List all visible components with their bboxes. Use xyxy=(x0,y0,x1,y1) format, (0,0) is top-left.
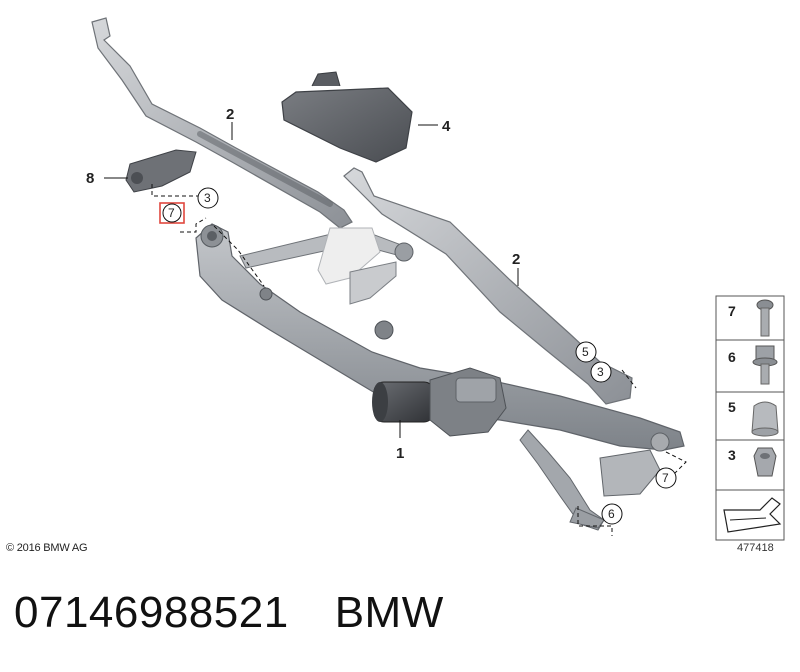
wiper-motor xyxy=(372,367,507,437)
hex-nut-icon xyxy=(753,447,777,477)
brand-name: BMW xyxy=(334,588,444,637)
leader-lines xyxy=(151,184,687,536)
fastener-legend: 7 6 5 3 xyxy=(715,295,785,541)
circled-callout-7-highlighted: 7 xyxy=(159,202,185,224)
callout-3-upper: 3 xyxy=(204,191,211,205)
callout-4: 4 xyxy=(442,118,451,135)
callout-8: 8 xyxy=(86,170,94,187)
copyright-text: © 2016 BMW AG xyxy=(6,542,88,554)
legend-number-7: 7 xyxy=(728,303,736,319)
callout-6: 6 xyxy=(608,507,615,521)
linkage-bracket xyxy=(239,227,414,305)
circled-callout-3-lower: 3 xyxy=(590,361,612,383)
legend-number-6: 6 xyxy=(728,349,736,365)
bolt-icon xyxy=(756,299,774,337)
callout-7-highlighted: 7 xyxy=(168,206,175,220)
circled-callout-5: 5 xyxy=(575,341,597,363)
legend-number-3: 3 xyxy=(728,447,736,463)
callout-1: 1 xyxy=(396,445,404,462)
hex-flange-bolt-icon xyxy=(752,345,778,385)
callout-leaders xyxy=(104,122,519,438)
wiper-arm-upper xyxy=(91,17,353,229)
view-direction-icon xyxy=(723,497,782,533)
legend-number-5: 5 xyxy=(728,399,736,415)
part-caption: 07146988521 BMW xyxy=(14,588,444,638)
callout-3-lower: 3 xyxy=(597,365,604,379)
trim-piece xyxy=(125,149,197,193)
callout-7-right: 7 xyxy=(662,471,669,485)
cap-icon xyxy=(751,401,779,437)
callout-5: 5 xyxy=(582,345,589,359)
wiper-arm-lower xyxy=(343,167,633,405)
circled-callout-3-upper: 3 xyxy=(197,187,219,209)
cover-cap xyxy=(281,71,413,163)
circled-callout-7-right: 7 xyxy=(655,467,677,489)
callout-2-lower: 2 xyxy=(512,251,520,268)
circled-callout-6: 6 xyxy=(601,503,623,525)
part-number: 07146988521 xyxy=(14,588,289,637)
callout-2-upper: 2 xyxy=(226,106,234,123)
diagram-reference-number: 477418 xyxy=(737,542,774,554)
